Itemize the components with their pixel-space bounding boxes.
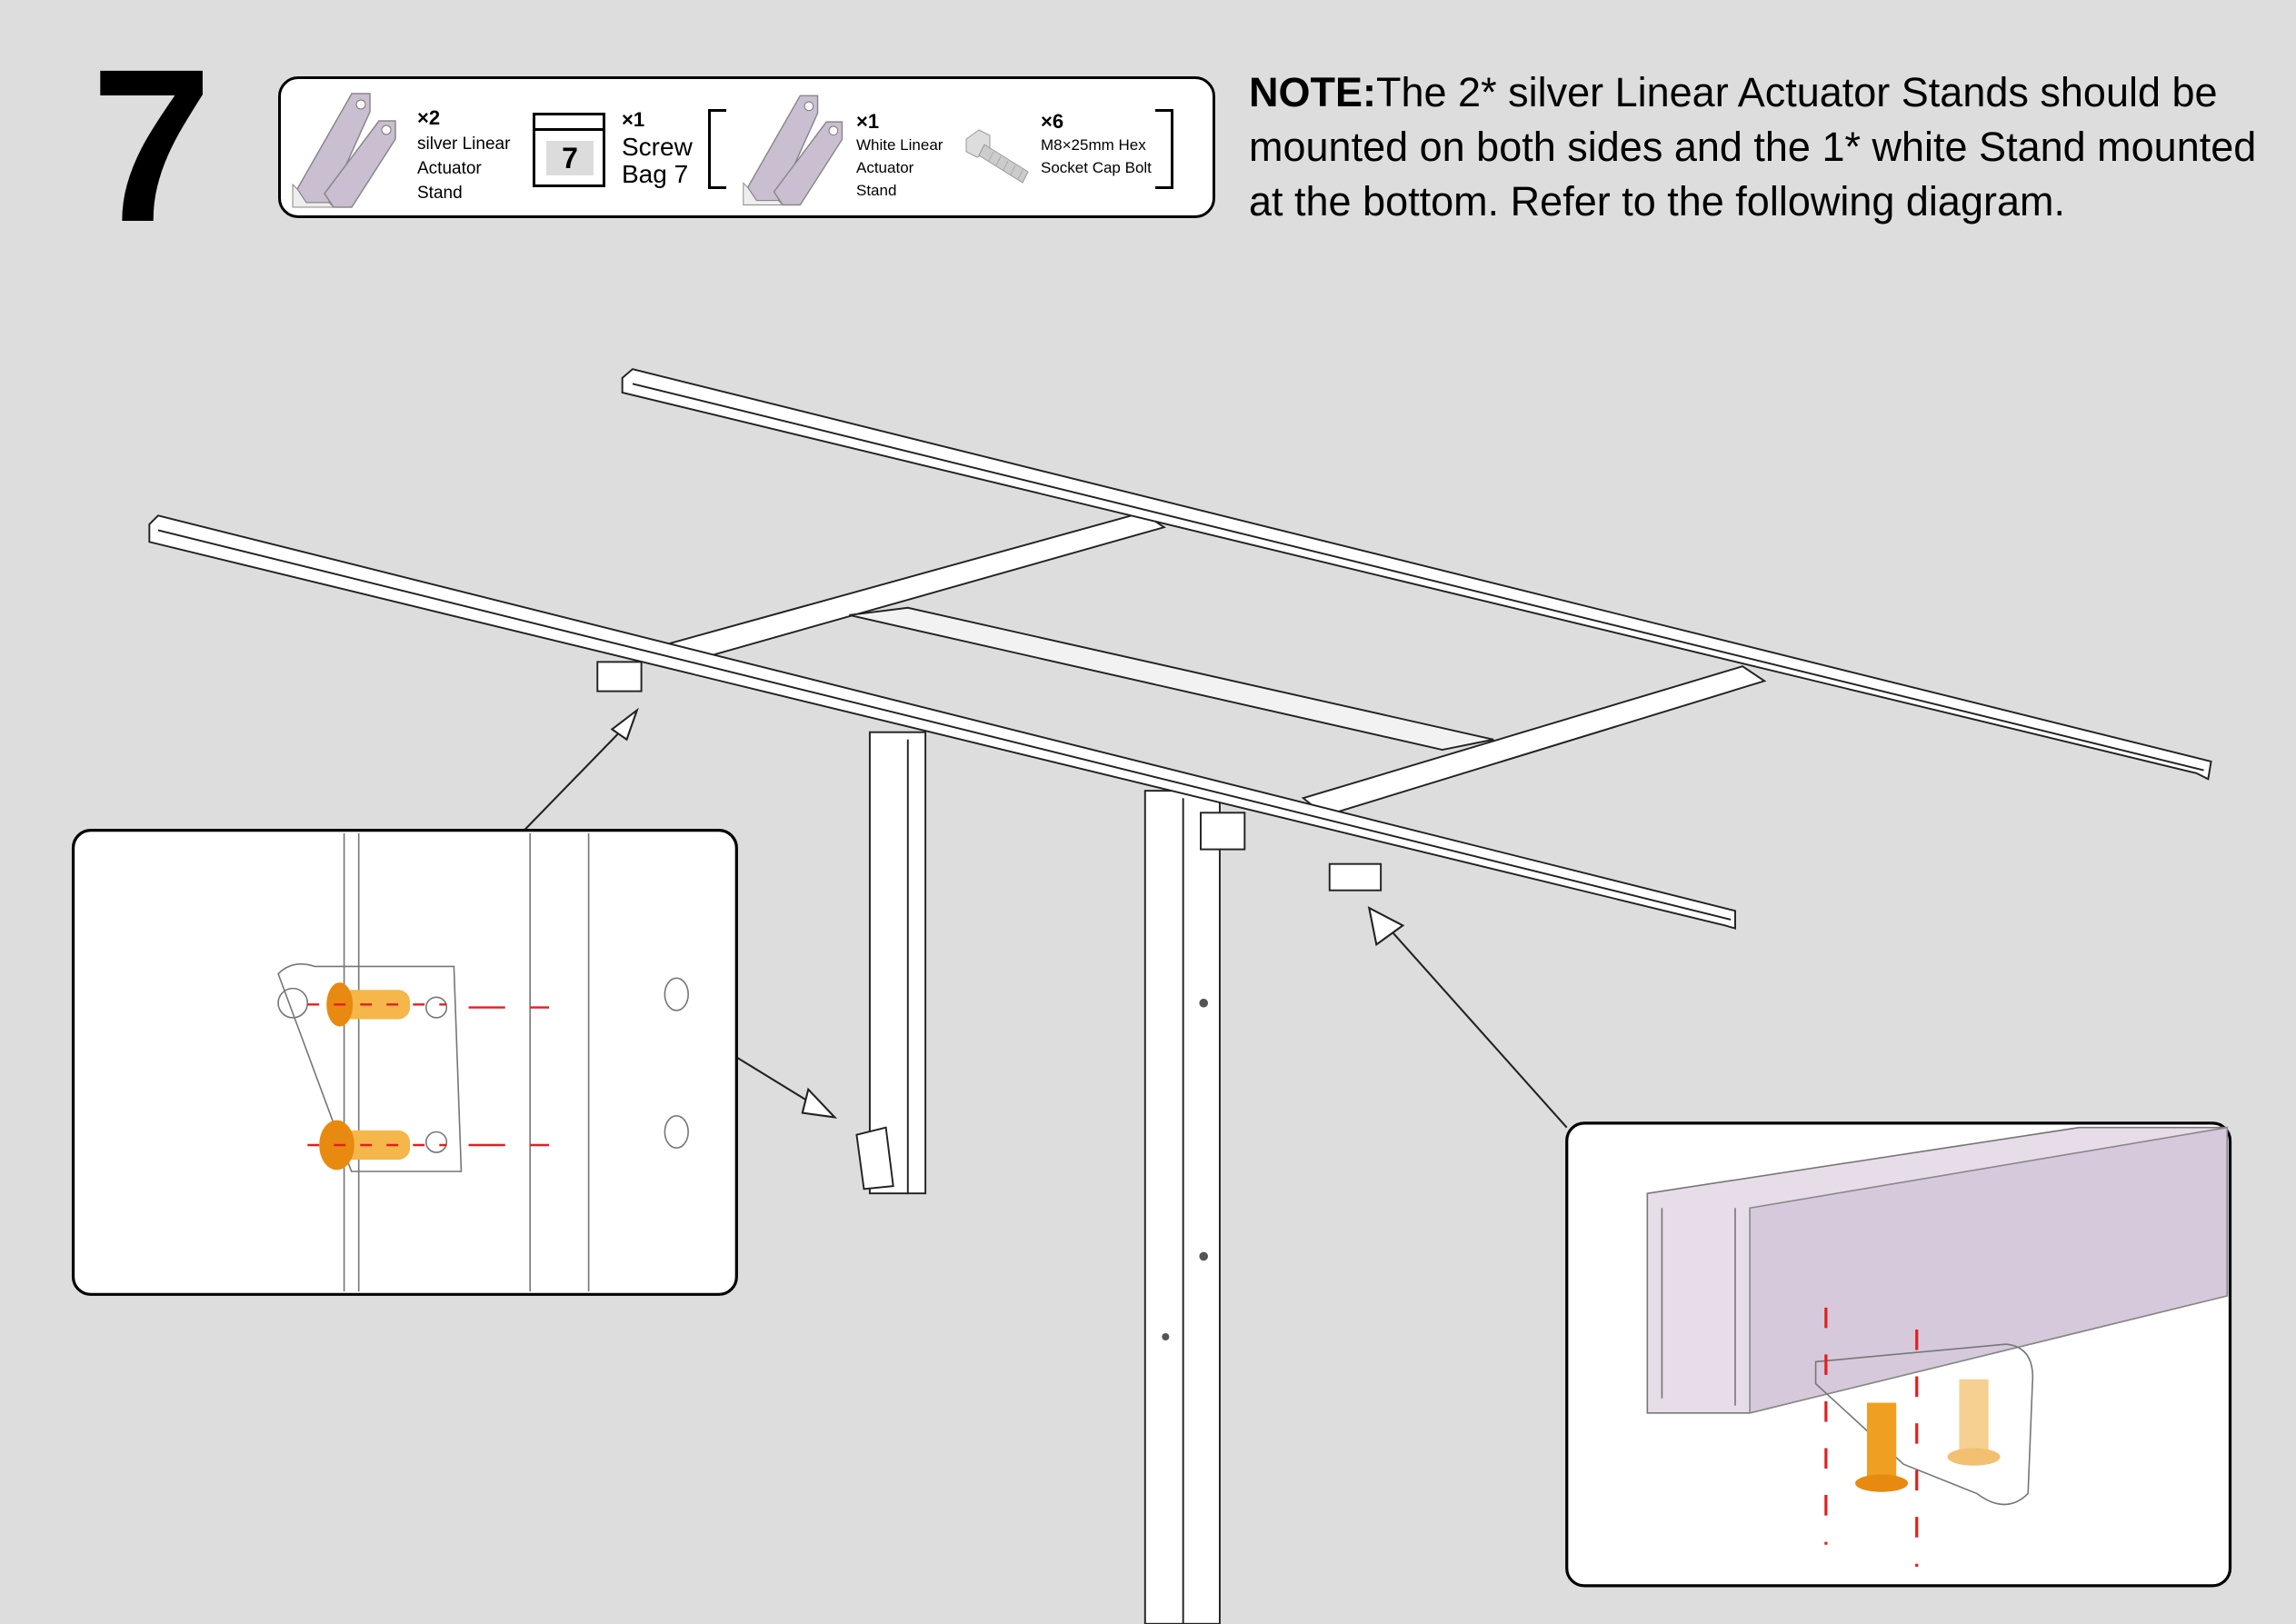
part-label-line: Stand bbox=[856, 182, 897, 199]
callout-arrow-top bbox=[523, 723, 628, 832]
front-crossbar bbox=[1301, 665, 1767, 817]
part-label-line: Stand bbox=[417, 184, 463, 203]
part-qty: ×6 bbox=[1041, 110, 1064, 133]
white-actuator-stand-icon bbox=[743, 95, 844, 206]
part-qty: ×2 bbox=[417, 106, 441, 129]
back-rail bbox=[621, 368, 2212, 781]
detail-inset-side-mount bbox=[71, 829, 738, 1296]
screw-bag-icon: 7 bbox=[533, 113, 605, 187]
part-label-line: White Linear bbox=[856, 136, 943, 154]
part-label: White Linear Actuator Stand bbox=[856, 134, 943, 202]
silver-actuator-stand-icon bbox=[292, 93, 396, 208]
callout-arrow-right bbox=[1383, 922, 1568, 1129]
part-label-line: Socket Cap Bolt bbox=[1041, 159, 1152, 176]
bracket-right bbox=[1155, 109, 1173, 189]
bag-number: 7 bbox=[546, 141, 594, 175]
front-rail bbox=[148, 514, 1736, 930]
parts-list-box: ×2 silver Linear Actuator Stand 7 ×1 Scr… bbox=[278, 76, 1215, 218]
center-beam bbox=[849, 606, 1494, 752]
part-label-line: Bag 7 bbox=[622, 160, 689, 188]
bracket-left bbox=[708, 109, 726, 189]
part-qty: ×1 bbox=[856, 110, 880, 133]
hex-bolt-icon bbox=[965, 129, 1029, 184]
detail-inset-bottom-mount bbox=[1565, 1121, 2232, 1588]
step-number: 7 bbox=[91, 24, 213, 267]
part-label-line: M8×25mm Hex bbox=[1041, 136, 1146, 154]
part-label-line: Screw bbox=[622, 133, 693, 161]
note-prefix: NOTE: bbox=[1249, 69, 1376, 115]
part-label-line: silver Linear bbox=[417, 135, 511, 154]
rear-crossbar bbox=[664, 512, 1167, 663]
part-label: Screw Bag 7 bbox=[622, 134, 693, 188]
leg-left bbox=[868, 731, 927, 1195]
part-label-line: Actuator bbox=[856, 159, 914, 176]
part-qty: ×1 bbox=[622, 108, 645, 131]
part-label: silver Linear Actuator Stand bbox=[417, 132, 510, 205]
note-text: The 2* silver Linear Actuator Stands sho… bbox=[1249, 69, 2257, 224]
part-label: M8×25mm Hex Socket Cap Bolt bbox=[1041, 134, 1152, 179]
assembly-note: NOTE:The 2* silver Linear Actuator Stand… bbox=[1249, 65, 2276, 229]
part-label-line: Actuator bbox=[417, 159, 482, 178]
